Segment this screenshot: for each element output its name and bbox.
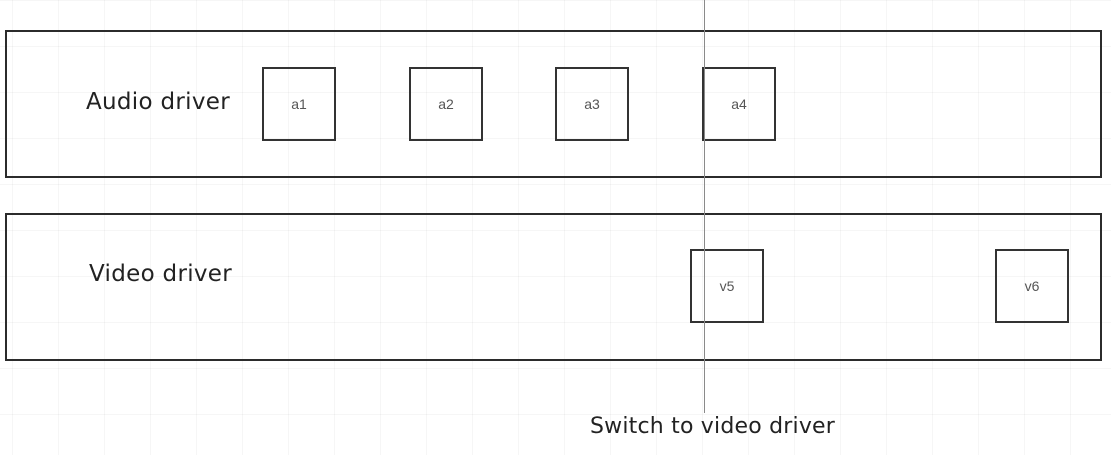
audio-driver-label: Audio driver [86,89,230,115]
audio-block-a1: a1 [262,67,336,141]
video-block-v6: v6 [995,249,1069,323]
audio-block-a2: a2 [409,67,483,141]
audio-driver-lane [5,30,1102,178]
switch-marker-line [704,0,705,413]
audio-block-a4: a4 [702,67,776,141]
audio-block-a3: a3 [555,67,629,141]
video-driver-label: Video driver [89,261,233,287]
video-driver-lane [5,213,1102,361]
switch-marker-label: Switch to video driver [590,414,836,439]
video-block-v5: v5 [690,249,764,323]
